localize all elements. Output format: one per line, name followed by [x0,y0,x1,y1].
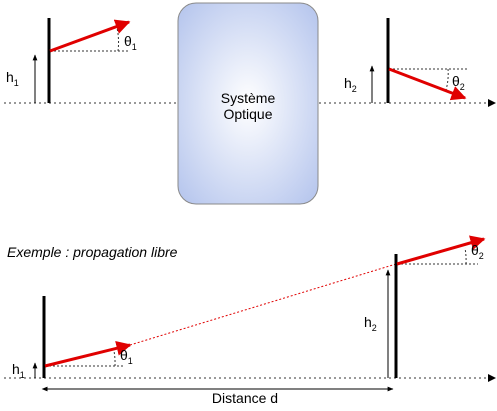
top-h1-label: h1 [6,69,19,88]
top-theta2-label: θ2 [452,73,465,92]
box-line-2: Optique [223,106,272,122]
bottom-theta2-arc [464,247,467,265]
bottom-output-ray [396,235,486,266]
bottom-theta2-label: θ2 [471,242,484,261]
optical-system-box [177,2,319,205]
top-theta1-label: θ1 [124,33,137,52]
box-line-1: Système [221,90,276,106]
bottom-theta1-arc [113,350,116,367]
propagation-ray [129,263,397,346]
distance-label: Distance d [212,390,278,406]
bottom-h1-label: h1 [12,361,25,380]
bottom-input-ray [44,340,132,368]
top-h2-label: h2 [344,75,357,94]
top-output-ray [388,67,467,101]
example-title: Exemple : propagation libre [7,244,178,260]
bottom-h2-label: h2 [364,314,377,333]
bottom-axis-arrowhead [488,374,496,382]
top-theta2-arc [445,68,449,91]
top-theta1-arc [116,27,119,52]
top-input-ray [49,19,131,53]
top-axis-arrowhead [488,99,496,107]
bottom-theta1-label: θ1 [120,347,133,366]
